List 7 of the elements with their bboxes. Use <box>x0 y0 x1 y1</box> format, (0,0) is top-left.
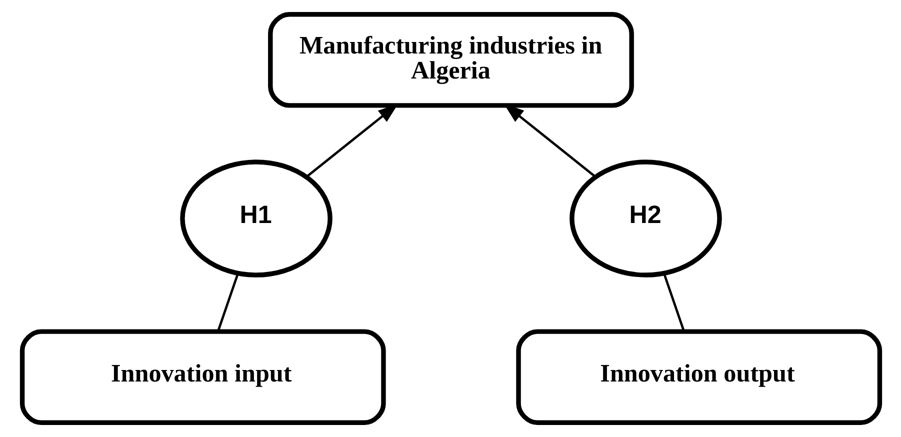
connector <box>662 273 685 332</box>
node-box: Innovation output <box>516 329 882 425</box>
node-ellipse: H1 <box>180 160 332 278</box>
node-box: Innovation input <box>19 329 386 425</box>
node-ellipse: H2 <box>569 160 722 278</box>
node-box: Manufacturing industries in Algeria <box>268 12 634 108</box>
connector <box>216 273 238 332</box>
